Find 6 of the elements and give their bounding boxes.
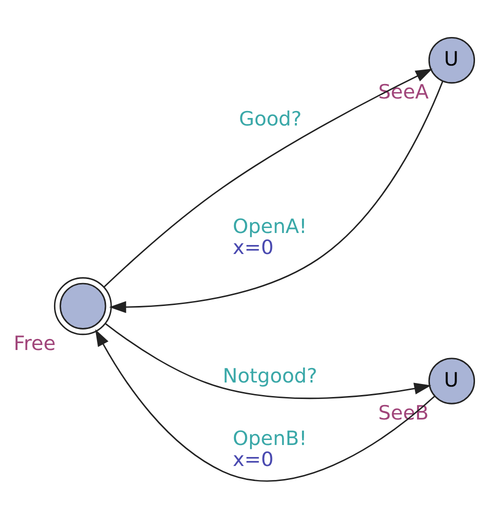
edge-label: Notgood? [222,364,318,388]
node-label: SeeA [378,80,429,104]
node-label: Free [14,332,56,355]
edge-label: Good? [239,107,302,130]
edge-label: OpenB! x=0 [232,426,307,471]
edge-label: OpenA! x=0 [232,214,307,259]
